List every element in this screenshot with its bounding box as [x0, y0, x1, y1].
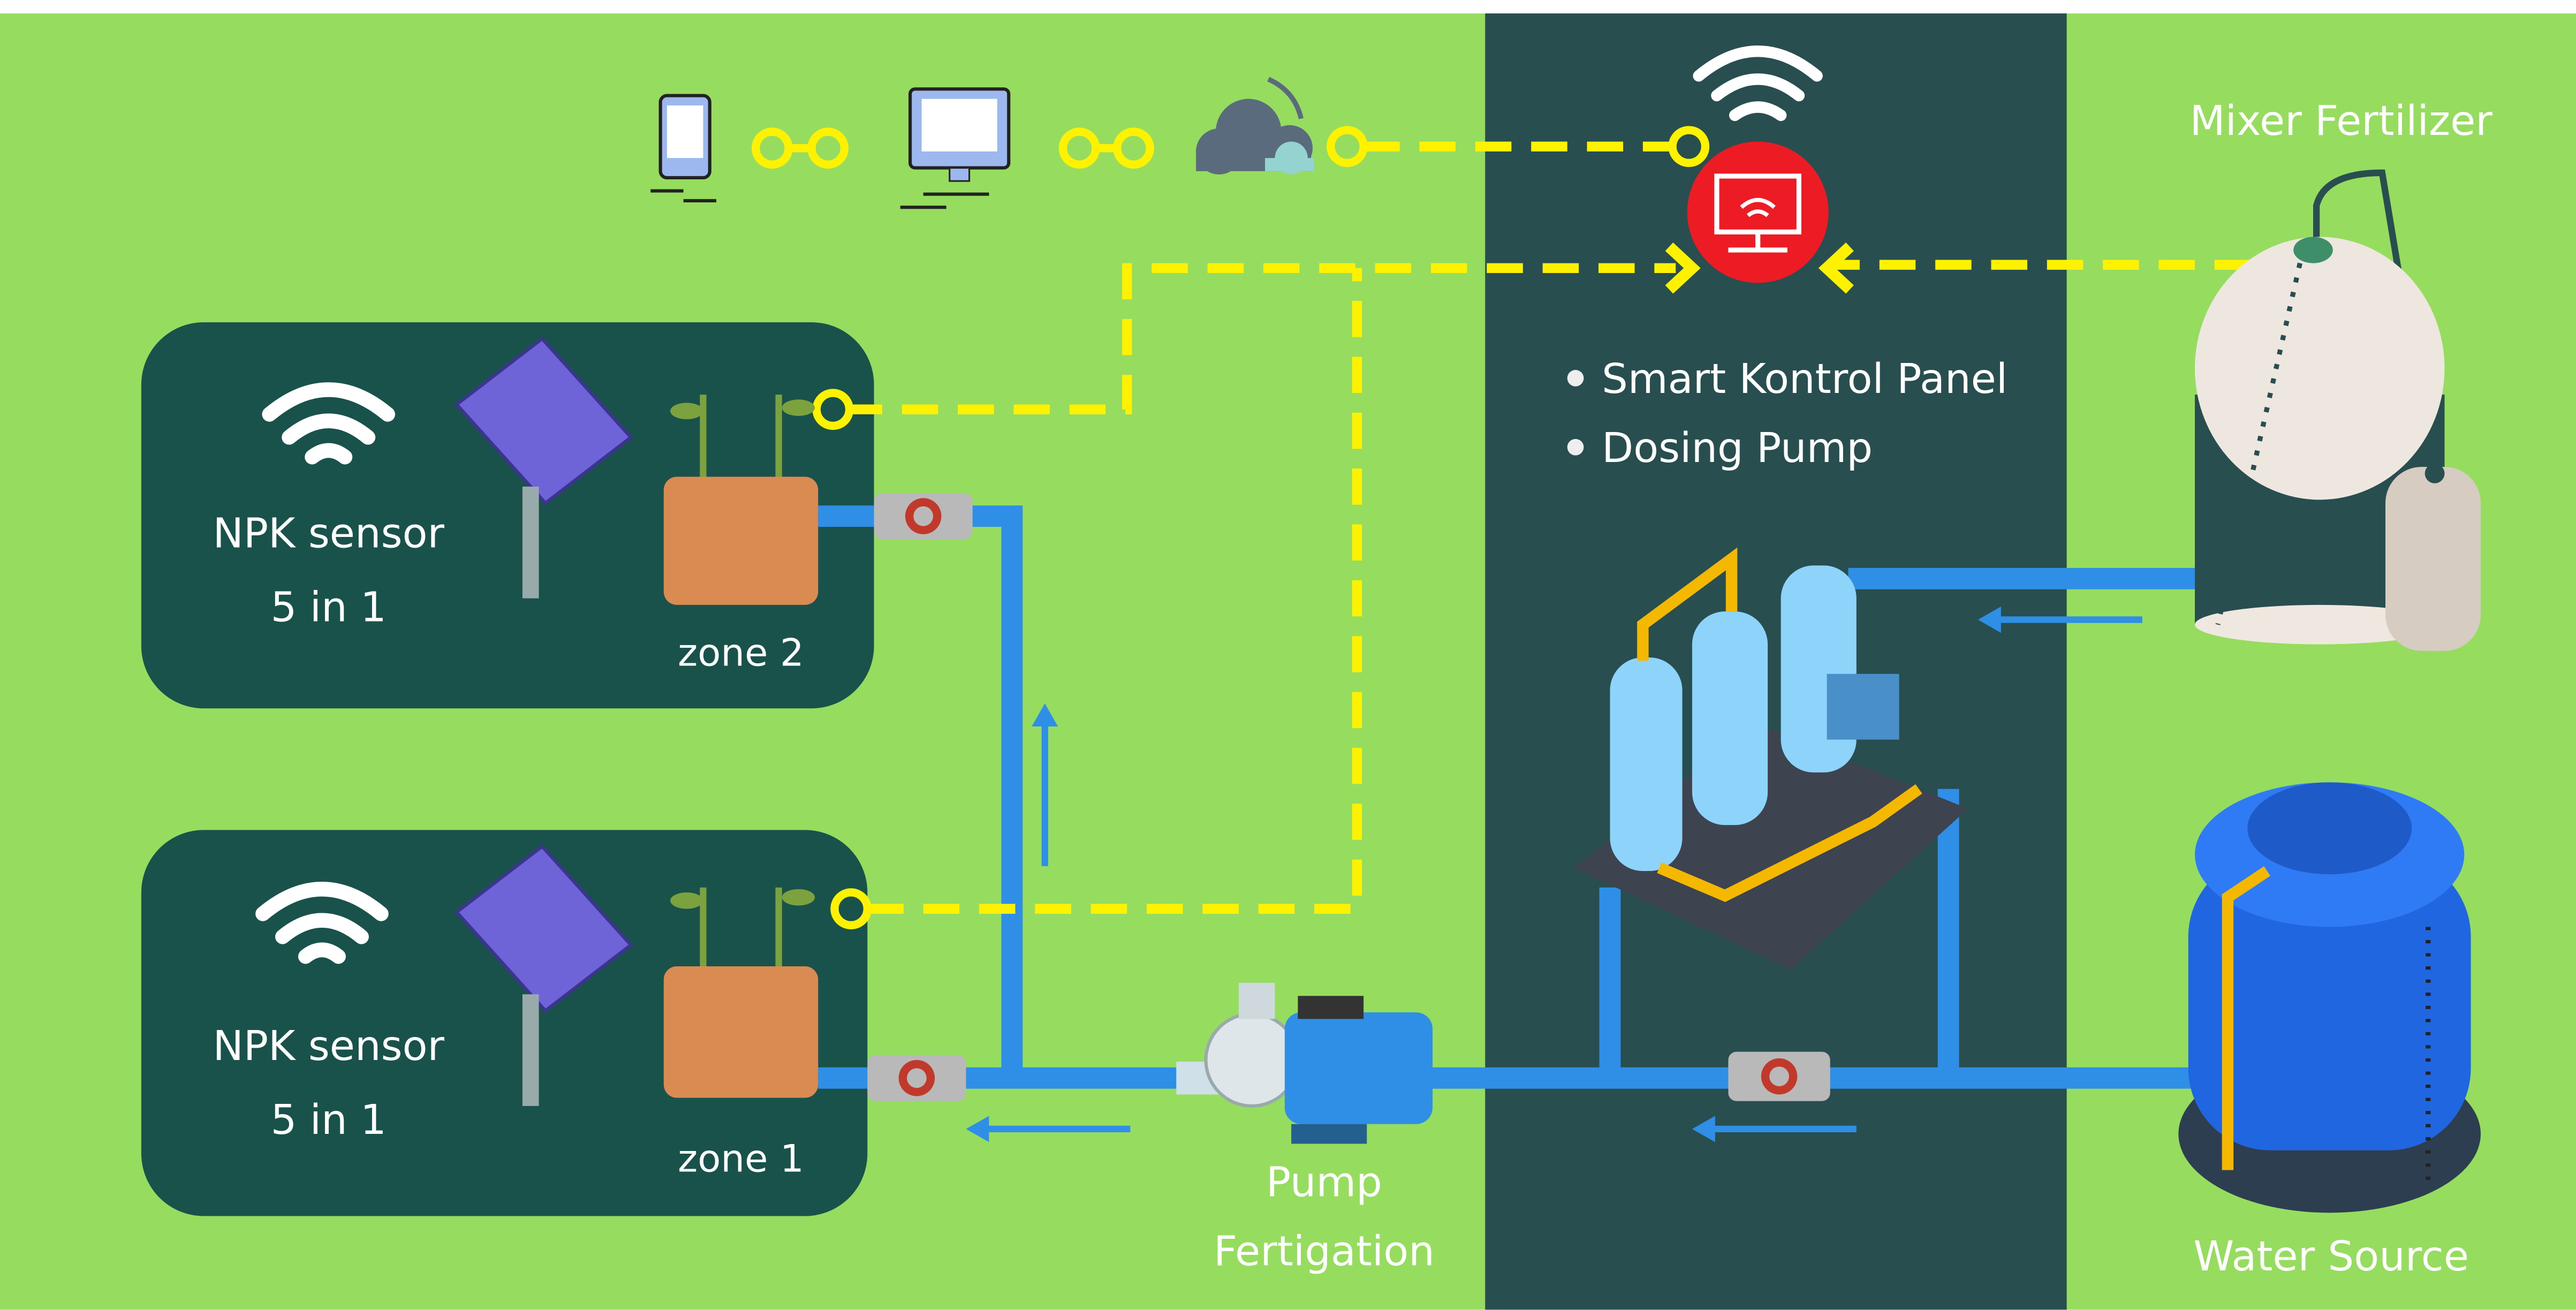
pump-label: Pump [1266, 1159, 1382, 1207]
valve-icon [874, 493, 973, 540]
signal-lines [846, 141, 2251, 914]
wifi-icon [255, 882, 389, 964]
wifi-icon [1693, 46, 1823, 122]
wifi-icon [262, 382, 396, 465]
plant-soil-icon [663, 395, 819, 605]
zone-label: zone 1 [678, 1137, 804, 1181]
sensor-label: NPK sensor [213, 510, 444, 557]
flow-arrows [966, 606, 2142, 1142]
valve-icon [867, 1055, 966, 1101]
pump-sublabel: Fertigation [1214, 1228, 1435, 1276]
zone-label: zone 2 [678, 630, 804, 675]
mixer-label: Mixer Fertilizer [2189, 97, 2492, 145]
zone-2: NPK sensor 5 in 1 zone 2 [213, 336, 819, 675]
water-tank-icon [2178, 782, 2481, 1213]
desktop-monitor-icon [900, 87, 1011, 209]
mixer-tank-icon [2195, 169, 2481, 651]
plant-soil-icon [663, 887, 819, 1098]
control-panel-icon [1687, 141, 1829, 283]
solar-panel-icon [454, 336, 633, 599]
solar-panel-icon [454, 844, 633, 1106]
fertigation-pump-icon [1176, 982, 1433, 1144]
valve-icon [1728, 1051, 1830, 1101]
sensor-sublabel: 5 in 1 [271, 1096, 387, 1144]
cloud-wifi-icon [1196, 77, 1315, 175]
control-item-dosing-pump: Dosing Pump [1602, 425, 1873, 472]
water-source-label: Water Source [2193, 1233, 2469, 1281]
signal-connectors [752, 126, 1854, 930]
dosing-pump-icon [1573, 547, 1968, 970]
sensor-sublabel: 5 in 1 [271, 584, 387, 632]
control-item-smart-panel: Smart Kontrol Panel [1602, 355, 2007, 403]
zone-1: NPK sensor 5 in 1 zone 1 [213, 844, 819, 1181]
sensor-label: NPK sensor [213, 1023, 444, 1070]
smartphone-icon [650, 94, 717, 203]
